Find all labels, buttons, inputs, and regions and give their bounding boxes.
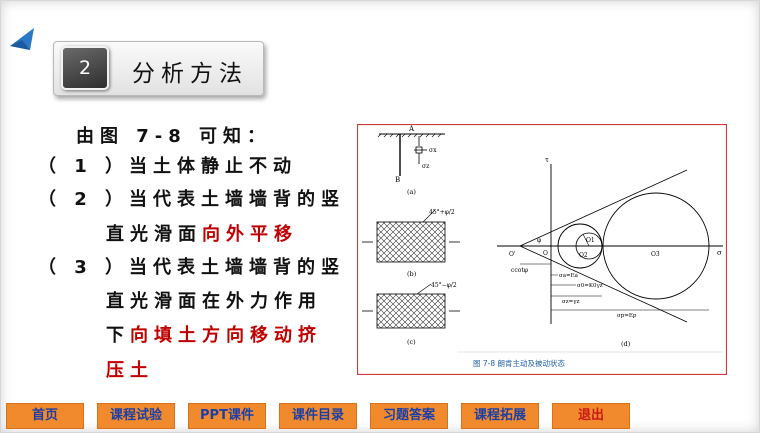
caption-d: (d) (621, 340, 631, 348)
intro-text: 由图 7-8 可知： (76, 126, 272, 147)
item-2-highlight: 向外平移 (202, 224, 298, 245)
caption-a: (a) (407, 188, 416, 196)
diagram-a: A B σx σz (a) (377, 125, 445, 196)
angle-b-label: 45°+φ/2 (429, 209, 455, 216)
sigma-a-label: σa=Ea (559, 273, 579, 279)
item-2-plain: 直光滑面 (106, 224, 202, 245)
sigma-z-eq-label: σz=γz (562, 299, 580, 305)
o3-label: O3 (651, 251, 660, 258)
section-title: 分析方法 (132, 61, 248, 87)
nav-catalog-button[interactable]: 课件目录 (279, 403, 357, 429)
sigma-x-label: σx (429, 147, 437, 154)
nav-extension-button[interactable]: 课程拓展 (461, 403, 539, 429)
item-2-line-1: （ 2 ）当代表土墙墙背的竖 (38, 189, 346, 210)
origin-o-label: O (543, 250, 548, 257)
nav-answers-button[interactable]: 习题答案 (370, 403, 448, 429)
ccot-label: ccotφ (511, 267, 528, 274)
o1-label: O1 (586, 237, 595, 244)
axis-tau-label: τ (545, 156, 549, 164)
bottom-navigation: 首页 课程试验 PPT课件 课件目录 习题答案 课程拓展 退出 (0, 403, 760, 433)
sigma-z-label: σz (422, 163, 429, 170)
figure-caption: 图 7-8 朗肯主动及被动状态 (473, 358, 566, 368)
sigma-0-label: σ0=K0γz (577, 283, 603, 289)
caption-b: (b) (407, 270, 417, 278)
origin-o-prime-label: O' (509, 251, 516, 258)
diagram-d-mohr-circles: τ σ O' O φ O1 O2 O3 ccotφ σa=Ea σ0=K0γz … (497, 156, 723, 348)
item-3-line-1: （ 3 ）当代表土墙墙背的竖 (38, 257, 346, 278)
item-3-line-2: 直光滑面在外力作用 (106, 291, 322, 312)
label-b: B (395, 176, 400, 184)
angle-c-label: 45°−φ/2 (431, 282, 457, 289)
section-header: 2 分析方法 (53, 41, 264, 96)
section-number-badge: 2 (61, 46, 109, 90)
item-1: （ 1 ）当土体静止不动 (38, 156, 298, 177)
label-a-top: A (408, 125, 415, 133)
sigma-p-label: σp=Ep (617, 313, 637, 319)
nav-course-test-button[interactable]: 课程试验 (97, 403, 175, 429)
diagram-c: 45°−φ/2 (c) (362, 282, 460, 346)
item-3-line-4: 压土 (106, 360, 154, 381)
diagram-b: 45°+φ/2 (b) (362, 209, 460, 278)
nav-exit-button[interactable]: 退出 (552, 403, 630, 429)
blue-arrow-icon (10, 28, 34, 50)
axis-sigma-label: σ (717, 249, 722, 257)
o2-label: O2 (579, 252, 588, 259)
item-3-highlight: 向填土方向移动挤 (130, 325, 322, 346)
figure-7-8: A B σx σz (a) 45°+φ/2 (b) 45°−φ/2 (c) τ … (357, 124, 727, 375)
item-3-plain: 下 (106, 325, 130, 346)
phi-label: φ (537, 237, 541, 244)
nav-home-button[interactable]: 首页 (6, 403, 84, 429)
item-3-line-3: 下向填土方向移动挤 (106, 321, 322, 347)
caption-c: (c) (407, 338, 416, 346)
item-2-line-2: 直光滑面向外平移 (106, 220, 298, 246)
nav-ppt-button[interactable]: PPT课件 (188, 403, 266, 429)
